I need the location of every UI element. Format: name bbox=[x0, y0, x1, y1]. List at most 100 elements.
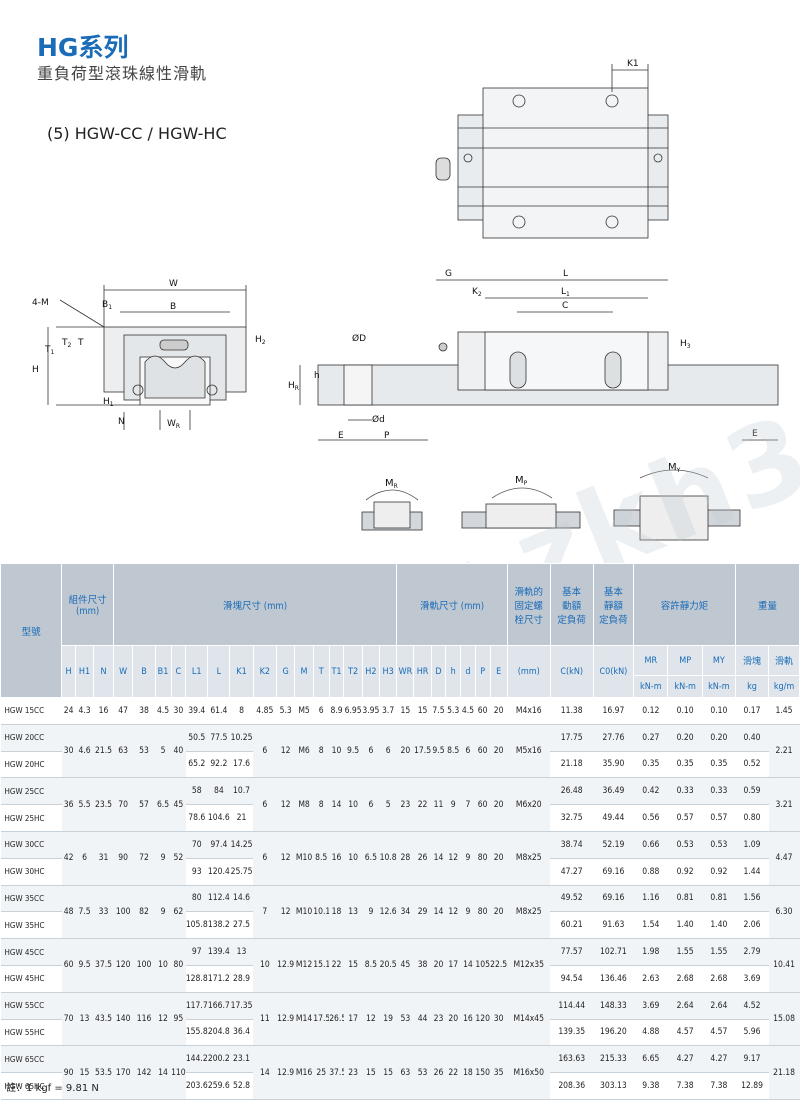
cell-WR: 23 bbox=[396, 777, 414, 832]
cell-wb: 0.59 bbox=[735, 777, 769, 806]
label-L: L bbox=[563, 269, 568, 279]
label-N: N bbox=[118, 417, 125, 427]
cell-T1: 37.5 bbox=[329, 1045, 344, 1100]
label-phiD: ØD bbox=[352, 333, 366, 344]
cell-L: 112.4 bbox=[207, 885, 230, 913]
cell-MY: 0.33 bbox=[702, 777, 736, 806]
cell-K1: 23.1 bbox=[229, 1045, 254, 1074]
col-5: B1 bbox=[154, 645, 172, 698]
cell-M: M16 bbox=[294, 1045, 314, 1100]
col-10: K2 bbox=[252, 645, 277, 698]
cell-C0: 91.63 bbox=[593, 911, 634, 940]
cell-T2: 15 bbox=[343, 938, 363, 993]
cell-P: 60 bbox=[475, 697, 491, 725]
col-26: C(kN) bbox=[549, 645, 594, 698]
cell-h: 8.5 bbox=[445, 724, 461, 779]
col-30: MY bbox=[701, 645, 736, 676]
col-21: h bbox=[445, 645, 462, 698]
unit-2: kN-m bbox=[701, 675, 736, 698]
footnote: 註：1 kgf = 9.81 N bbox=[6, 1083, 99, 1094]
cell-P: 120 bbox=[475, 992, 491, 1047]
cell-W: 47 bbox=[113, 697, 133, 725]
cell-model: HGW 25CC bbox=[0, 777, 62, 806]
cell-L: 92.2 bbox=[207, 751, 230, 779]
cell-W: 100 bbox=[113, 885, 133, 940]
cell-W: 140 bbox=[113, 992, 133, 1047]
cell-HR: 53 bbox=[413, 1045, 432, 1100]
cell-MR: 1.16 bbox=[633, 885, 668, 913]
cell-C0: 52.19 bbox=[593, 831, 634, 859]
cell-d: 18 bbox=[460, 1045, 476, 1100]
cell-C: 95 bbox=[171, 992, 186, 1047]
cell-B1: 5 bbox=[155, 724, 171, 779]
cell-bolt: M8x25 bbox=[507, 885, 551, 940]
cell-N: 23.5 bbox=[93, 777, 114, 832]
cell-H3: 20.5 bbox=[379, 938, 397, 993]
cell-H: 48 bbox=[61, 885, 76, 940]
cell-h: 20 bbox=[445, 992, 461, 1047]
cell-model: HGW 65CC bbox=[0, 1045, 62, 1074]
cell-K2: 11 bbox=[253, 992, 277, 1047]
top-view-drawing bbox=[435, 64, 669, 239]
cell-E: 20 bbox=[490, 777, 508, 832]
cell-G: 12.9 bbox=[276, 992, 295, 1047]
cell-MP: 4.57 bbox=[667, 1019, 703, 1047]
cell-H: 30 bbox=[61, 724, 76, 779]
cell-N: 33 bbox=[93, 885, 114, 940]
label-P: P bbox=[384, 431, 390, 441]
cell-model: HGW 25HC bbox=[0, 804, 62, 832]
cell-K1: 27.5 bbox=[229, 911, 254, 940]
header-block: 滑塊尺寸 (mm) bbox=[112, 563, 398, 646]
cell-N: 16 bbox=[93, 697, 114, 725]
col-9: K1 bbox=[229, 645, 254, 698]
cell-H2: 6 bbox=[362, 724, 380, 779]
cell-H1: 13 bbox=[75, 992, 94, 1047]
cell-wr: 10.41 bbox=[768, 938, 800, 993]
cell-MR: 0.56 bbox=[633, 804, 668, 832]
cell-C: 80 bbox=[171, 938, 186, 993]
cell-H2: 9 bbox=[362, 885, 380, 940]
cell-E: 20 bbox=[490, 724, 508, 779]
cell-K2: 14 bbox=[253, 1045, 277, 1100]
label-E-right: E bbox=[752, 429, 758, 439]
cell-L1: 65.2 bbox=[185, 751, 208, 779]
cell-L1: 70 bbox=[185, 831, 208, 859]
header-weight: 重量 bbox=[734, 563, 800, 646]
cell-L: 166.7 bbox=[207, 992, 230, 1020]
col-29: MP bbox=[667, 645, 703, 676]
header-bolt: 滑軌的固定螺栓尺寸 bbox=[506, 563, 551, 646]
cell-MR: 0.12 bbox=[633, 697, 668, 725]
cell-MY: 0.10 bbox=[702, 697, 736, 725]
cell-B1: 6.5 bbox=[155, 777, 171, 832]
cell-MP: 0.53 bbox=[667, 831, 703, 859]
cell-model: HGW 30CC bbox=[0, 831, 62, 859]
cell-L1: 203.6 bbox=[185, 1072, 208, 1100]
cell-E: 22.5 bbox=[490, 938, 508, 993]
cell-G: 12 bbox=[276, 831, 295, 886]
cell-bolt: M6x20 bbox=[507, 777, 551, 832]
label-T1: T1 bbox=[44, 345, 55, 356]
label-4M: 4-M bbox=[32, 298, 49, 308]
label-h: h bbox=[314, 371, 320, 381]
cell-model: HGW 45CC bbox=[0, 938, 62, 966]
label-E-left: E bbox=[338, 431, 344, 441]
cell-C0: 303.13 bbox=[593, 1072, 634, 1100]
cell-L1: 155.8 bbox=[185, 1019, 208, 1047]
cell-D: 9.5 bbox=[431, 724, 446, 779]
unit-3: kg bbox=[734, 675, 770, 698]
cell-D: 14 bbox=[431, 885, 446, 940]
cell-B1: 9 bbox=[155, 831, 171, 886]
col-3: W bbox=[112, 645, 134, 698]
cell-Cd: 38.74 bbox=[550, 831, 594, 859]
cell-MP: 0.20 bbox=[667, 724, 703, 752]
cell-T: 8 bbox=[313, 724, 330, 779]
cell-wb: 3.69 bbox=[735, 965, 769, 993]
cell-MP: 1.55 bbox=[667, 938, 703, 966]
cell-MR: 2.63 bbox=[633, 965, 668, 993]
cell-E: 20 bbox=[490, 697, 508, 725]
cell-WR: 15 bbox=[396, 697, 414, 725]
cell-MR: 3.69 bbox=[633, 992, 668, 1020]
label-T: T bbox=[77, 338, 84, 348]
